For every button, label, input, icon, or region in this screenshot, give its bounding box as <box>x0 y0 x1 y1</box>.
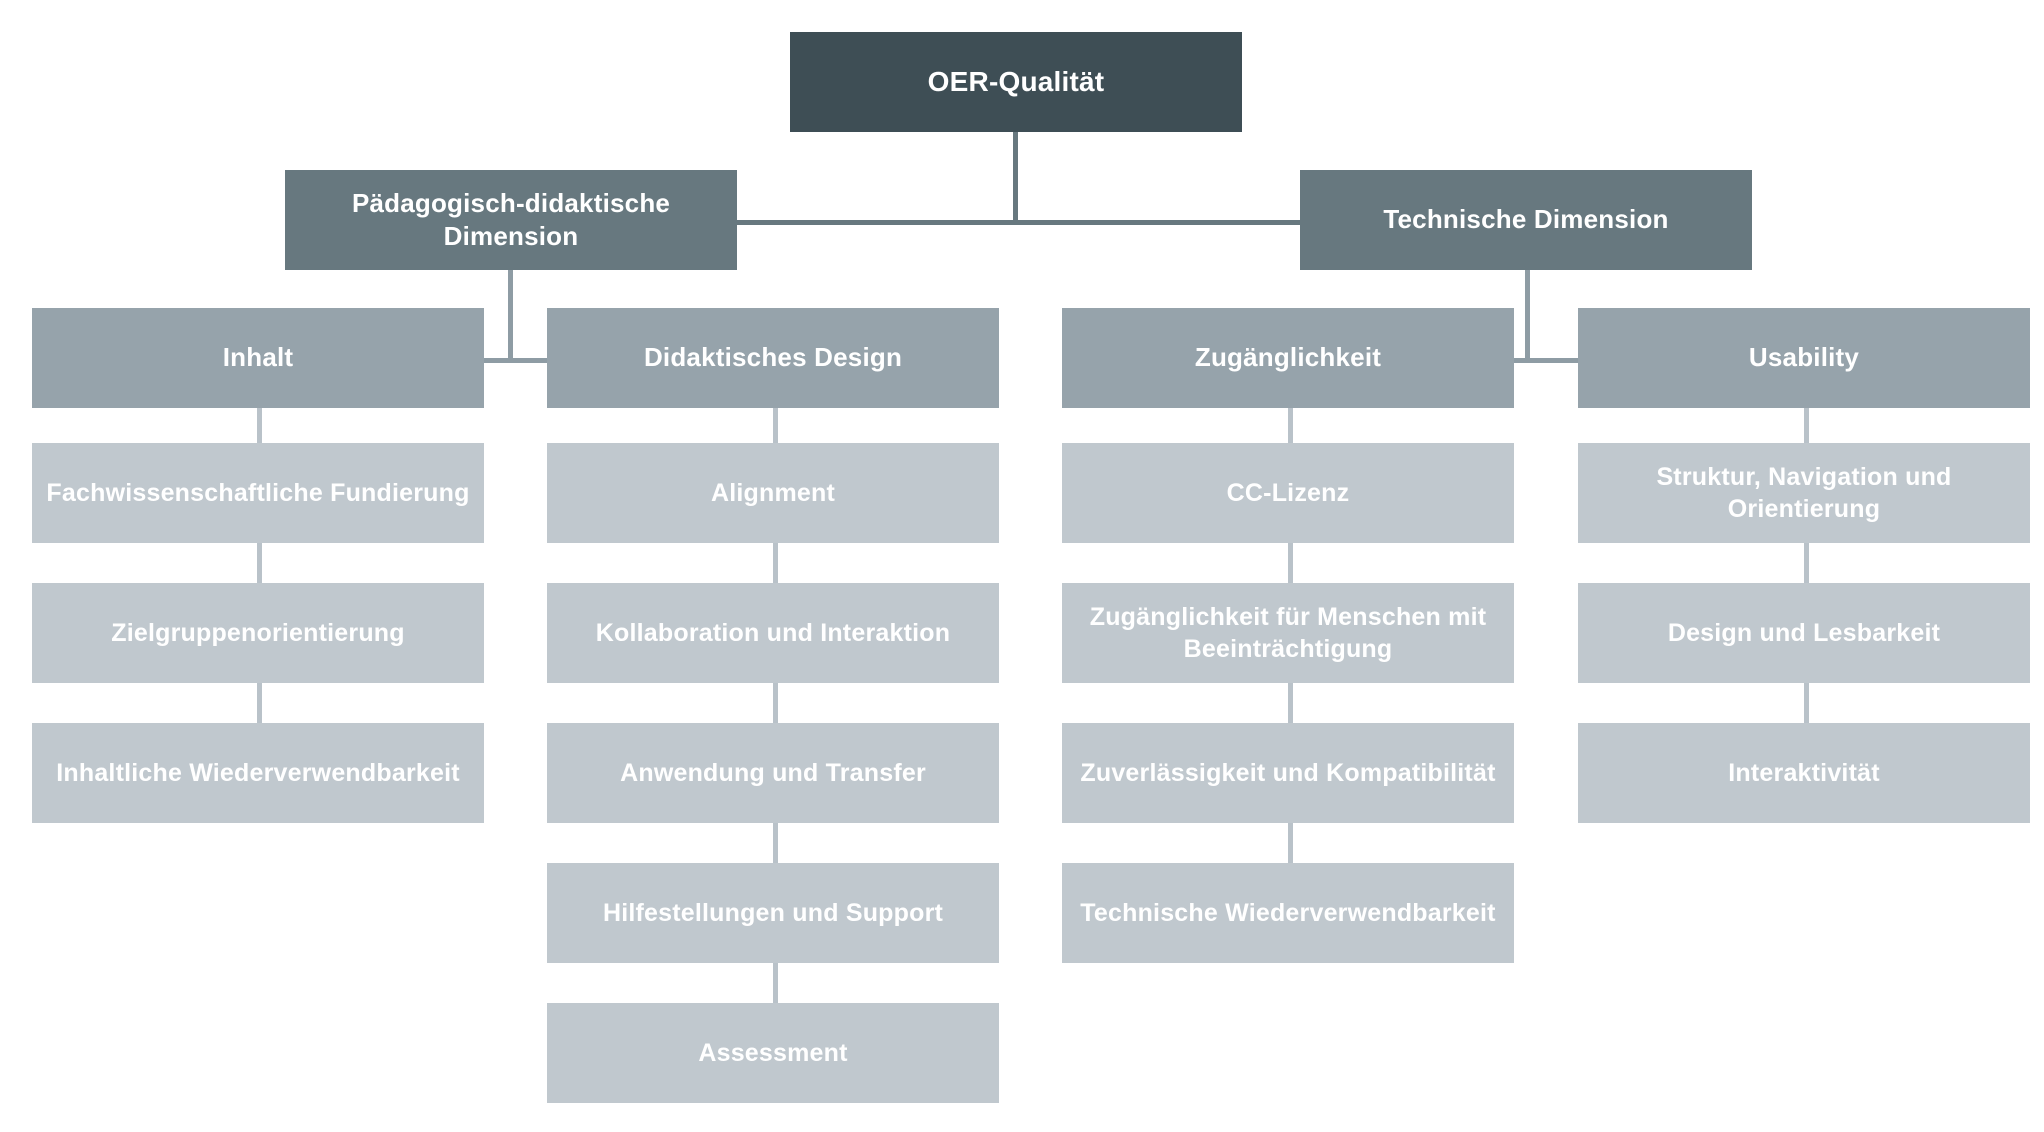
leaf-node[interactable]: Anwendung und Transfer <box>547 723 999 823</box>
connector-root-bus <box>730 220 1302 225</box>
leaf-label: Zielgruppenorientierung <box>111 619 405 647</box>
node-category-label: Didaktisches Design <box>643 342 903 373</box>
leaf-node[interactable]: Zielgruppenorientierung <box>32 583 484 683</box>
leaf-label: Technische Wiederverwendbarkeit <box>1080 899 1496 927</box>
leaf-node[interactable]: Design und Lesbarkeit <box>1578 583 2030 683</box>
node-dimension-technische[interactable]: Technische Dimension <box>1300 170 1752 270</box>
connector-col2-spine <box>773 408 778 1008</box>
leaf-label: Interaktivität <box>1728 759 1880 787</box>
node-category-usability[interactable]: Usability <box>1578 308 2030 408</box>
connector-col1-spine <box>257 408 262 728</box>
node-root-label: OER-Qualität <box>927 66 1105 98</box>
connector-col4-spine <box>1804 408 1809 728</box>
leaf-label: Design und Lesbarkeit <box>1667 619 1941 647</box>
connector-root-stem <box>1013 132 1018 222</box>
leaf-label: Zuverlässigkeit und Kompatibilität <box>1080 759 1496 787</box>
leaf-node[interactable]: CC-Lizenz <box>1062 443 1514 543</box>
leaf-label: Alignment <box>710 479 836 507</box>
node-dimension-paedagogisch-didaktisch[interactable]: Pädagogisch-didaktische Dimension <box>285 170 737 270</box>
leaf-node[interactable]: Hilfestellungen und Support <box>547 863 999 963</box>
leaf-label: Anwendung und Transfer <box>620 759 926 787</box>
leaf-node[interactable]: Technische Wiederverwendbarkeit <box>1062 863 1514 963</box>
leaf-node[interactable]: Zuverlässigkeit und Kompatibilität <box>1062 723 1514 823</box>
leaf-label: Assessment <box>698 1039 848 1067</box>
leaf-label: Inhaltliche Wiederverwendbarkeit <box>56 759 460 787</box>
leaf-label: Hilfestellungen und Support <box>602 899 944 927</box>
node-category-label: Inhalt <box>222 342 294 373</box>
leaf-node[interactable]: Assessment <box>547 1003 999 1103</box>
connector-cat-bus-right <box>1272 358 1778 363</box>
node-category-zugaenglichkeit[interactable]: Zugänglichkeit <box>1062 308 1514 408</box>
leaf-node[interactable]: Alignment <box>547 443 999 543</box>
leaf-label: Struktur, Navigation und Orientierung <box>1656 463 1952 523</box>
node-category-label: Usability <box>1748 342 1860 373</box>
leaf-node[interactable]: Struktur, Navigation und Orientierung <box>1578 443 2030 543</box>
leaf-label: Fachwissenschaftliche Fundierung <box>46 479 470 507</box>
leaf-label: Zugänglichkeit für Menschen mit Beeinträ… <box>1089 603 1487 663</box>
leaf-label: Kollaboration und Interaktion <box>595 619 951 647</box>
connector-dim-right-stem <box>1525 270 1530 362</box>
node-category-label: Zugänglichkeit <box>1194 342 1382 373</box>
leaf-node[interactable]: Kollaboration und Interaktion <box>547 583 999 683</box>
node-root-oer-qualitaet[interactable]: OER-Qualität <box>790 32 1242 132</box>
node-category-inhalt[interactable]: Inhalt <box>32 308 484 408</box>
leaf-node[interactable]: Interaktivität <box>1578 723 2030 823</box>
leaf-node[interactable]: Zugänglichkeit für Menschen mit Beeinträ… <box>1062 583 1514 683</box>
connector-dim-left-stem <box>508 270 513 362</box>
connector-cat-bus-left <box>257 358 763 363</box>
leaf-node[interactable]: Fachwissenschaftliche Fundierung <box>32 443 484 543</box>
node-dimension-label: Technische Dimension <box>1383 204 1669 235</box>
leaf-node[interactable]: Inhaltliche Wiederverwendbarkeit <box>32 723 484 823</box>
node-dimension-label: Pädagogisch-didaktische Dimension <box>351 187 671 251</box>
leaf-label: CC-Lizenz <box>1226 479 1350 507</box>
node-category-didaktisches-design[interactable]: Didaktisches Design <box>547 308 999 408</box>
